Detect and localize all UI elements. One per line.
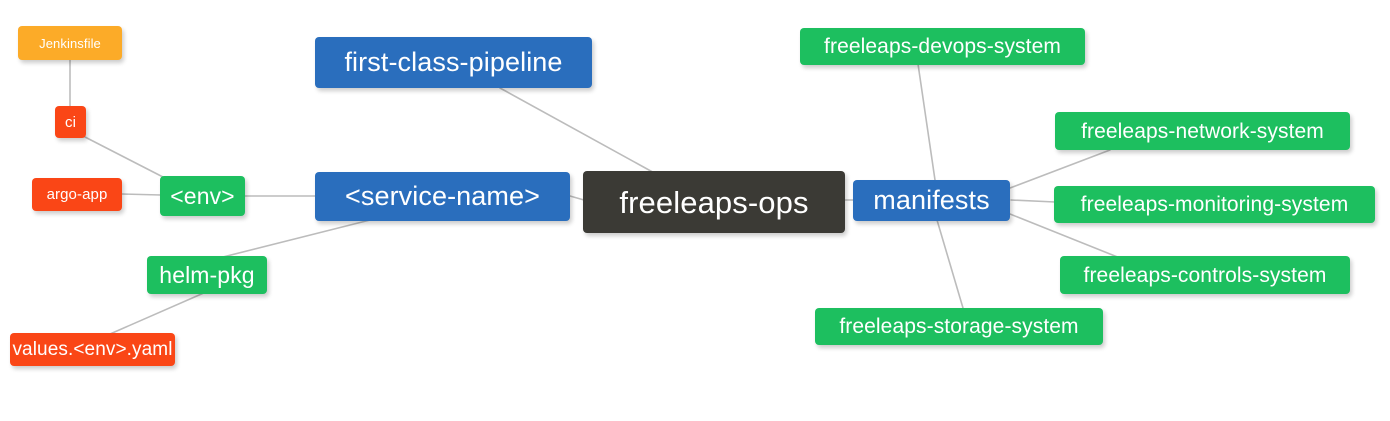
node-freeleaps-devops-system[interactable]: freeleaps-devops-system (800, 28, 1085, 65)
node-first-class-pipeline-label: first-class-pipeline (344, 47, 563, 77)
node-argo-app-label: argo-app (46, 186, 108, 203)
node-ci-label: ci (64, 113, 77, 131)
edge-firstclasspipeline-root (499, 87, 659, 176)
edge-servicename-root (569, 195, 585, 201)
node-freeleaps-network-system-label: freeleaps-network-system (1081, 119, 1324, 143)
edge-helmpkg-servicename (218, 219, 371, 259)
edge-manifests-networksystem (1009, 149, 1111, 189)
edge-argoapp-env (121, 193, 162, 196)
node-env-label: <env> (170, 182, 235, 209)
node-freeleaps-controls-system[interactable]: freeleaps-controls-system (1060, 256, 1350, 294)
edge-manifests-storagesystem (936, 219, 964, 309)
node-freeleaps-controls-system-label: freeleaps-controls-system (1083, 263, 1327, 287)
node-service-name-label: <service-name> (345, 181, 540, 211)
node-freeleaps-devops-system-label: freeleaps-devops-system (824, 35, 1061, 58)
node-manifests[interactable]: manifests (853, 180, 1010, 221)
edge-manifests-devopssystem (917, 63, 936, 181)
node-values-yaml-label: values.<env>.yaml (12, 339, 173, 360)
node-first-class-pipeline[interactable]: first-class-pipeline (315, 37, 592, 88)
node-freeleaps-monitoring-system-label: freeleaps-monitoring-system (1080, 193, 1349, 216)
node-freeleaps-storage-system[interactable]: freeleaps-storage-system (815, 308, 1103, 345)
node-helm-pkg-label: helm-pkg (159, 261, 255, 288)
node-env[interactable]: <env> (160, 176, 245, 216)
node-freeleaps-storage-system-label: freeleaps-storage-system (839, 315, 1079, 338)
node-values-yaml[interactable]: values.<env>.yaml (10, 333, 175, 366)
node-manifests-label: manifests (873, 185, 990, 215)
edge-valuesyaml-helmpkg (109, 291, 207, 335)
node-root-freeleaps-ops-label: freeleaps-ops (619, 184, 809, 220)
node-ci[interactable]: ci (55, 106, 86, 138)
node-jenkinsfile-label: Jenkinsfile (39, 35, 101, 51)
node-freeleaps-network-system[interactable]: freeleaps-network-system (1055, 112, 1350, 150)
node-root-freeleaps-ops[interactable]: freeleaps-ops (583, 171, 845, 233)
edge-manifests-monitoringsystem (1010, 199, 1056, 203)
node-jenkinsfile[interactable]: Jenkinsfile (18, 26, 122, 60)
node-argo-app[interactable]: argo-app (32, 178, 122, 211)
node-service-name[interactable]: <service-name> (315, 172, 570, 221)
node-helm-pkg[interactable]: helm-pkg (147, 256, 267, 294)
node-freeleaps-monitoring-system[interactable]: freeleaps-monitoring-system (1054, 186, 1375, 223)
